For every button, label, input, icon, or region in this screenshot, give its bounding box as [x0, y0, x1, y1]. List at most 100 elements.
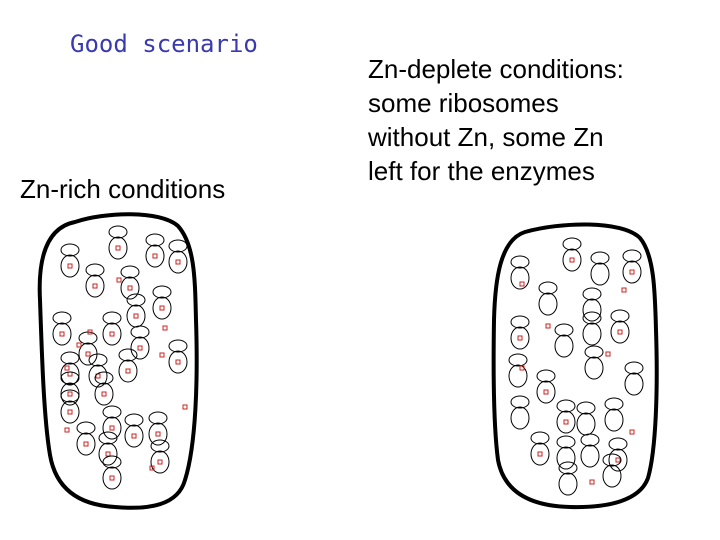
ribosome-with-zn: [556, 399, 576, 434]
zn-rich-label: Zn-rich conditions: [20, 174, 226, 204]
ribosome-without-zn: [582, 311, 602, 346]
zinc-ion: [155, 431, 161, 437]
free-zinc-ion: [519, 365, 525, 371]
zinc-ion: [563, 419, 569, 425]
ribosome-with-zn: [76, 421, 96, 456]
zn-rich-cell: [37, 212, 199, 510]
zinc-ion: [159, 305, 165, 311]
ribosome-with-zn: [536, 369, 556, 404]
free-zinc-ion: [162, 325, 168, 331]
ribosome-without-zn: [576, 401, 596, 436]
ribosome-without-zn: [538, 281, 558, 316]
ribosome-with-zn: [152, 285, 172, 320]
zinc-ion: [543, 389, 549, 395]
ribosome-with-zn: [78, 331, 98, 366]
zinc-ion: [615, 457, 621, 463]
zinc-ion: [109, 425, 115, 431]
ribosome-without-zn: [590, 251, 610, 286]
ribosome-without-zn: [582, 287, 602, 322]
free-zinc-ion: [519, 281, 525, 287]
zinc-ion: [175, 259, 181, 265]
ribosome-without-zn: [584, 345, 604, 380]
free-zinc-ion: [589, 479, 595, 485]
ribosome-with-zn: [124, 413, 144, 448]
ribosome-with-zn: [530, 431, 550, 466]
ribosome-with-zn: [562, 237, 582, 272]
ribosome-with-zn: [85, 263, 105, 298]
zinc-ion: [109, 331, 115, 337]
ribosome-with-zn: [610, 309, 630, 344]
zinc-ion: [92, 283, 98, 289]
zinc-ion: [152, 253, 158, 259]
ribosome-with-zn: [168, 239, 188, 274]
zinc-ion: [67, 263, 73, 269]
ribosome-without-zn: [510, 255, 530, 290]
zinc-ion: [137, 345, 143, 351]
free-zinc-ion: [159, 352, 165, 358]
ribosome-without-zn: [602, 453, 622, 488]
ribosome-without-zn: [624, 361, 644, 396]
zinc-ion: [67, 391, 73, 397]
zinc-ion: [125, 368, 131, 374]
free-zinc-ion: [182, 404, 188, 410]
zinc-ion: [617, 329, 623, 335]
free-zinc-ion: [87, 329, 93, 335]
free-zinc-ion: [621, 287, 627, 293]
zinc-ion: [157, 459, 163, 465]
ribosome-with-zn: [60, 389, 80, 424]
ribosome-with-zn: [102, 455, 122, 490]
ribosome-without-zn: [580, 433, 600, 468]
free-zinc-ion: [545, 323, 551, 329]
cell-membrane: [37, 212, 199, 510]
zn-deplete-line-1: Zn-deplete conditions:: [368, 54, 624, 84]
zinc-ion: [517, 335, 523, 341]
zn-deplete-line-4: left for the enzymes: [368, 156, 595, 186]
zinc-ion: [537, 451, 543, 457]
ribosome-with-zn: [622, 249, 642, 284]
zinc-ion: [175, 359, 181, 365]
free-zinc-ion: [76, 342, 82, 348]
ribosome-with-zn: [102, 405, 122, 440]
zinc-ion: [67, 409, 73, 415]
ribosome-without-zn: [556, 435, 576, 470]
ribosome-without-zn: [558, 461, 578, 496]
ribosome-with-zn: [510, 315, 530, 350]
zinc-ion: [127, 285, 133, 291]
zn-deplete-line-2: some ribosomes: [368, 88, 559, 118]
free-zinc-ion: [629, 429, 635, 435]
free-zinc-ion: [149, 465, 155, 471]
zinc-ion: [629, 269, 635, 275]
ribosome-with-zn: [52, 311, 72, 346]
ribosome-without-zn: [554, 323, 574, 358]
zinc-ion: [83, 441, 89, 447]
ribosome-with-zn: [168, 339, 188, 374]
ribosome-with-zn: [145, 233, 165, 268]
free-zinc-ion: [605, 351, 611, 357]
free-zinc-ion: [64, 365, 70, 371]
ribosome-with-zn: [60, 243, 80, 278]
zinc-ion: [59, 331, 65, 337]
ribosome-with-zn: [148, 411, 168, 446]
ribosome-with-zn: [98, 431, 118, 466]
zinc-ion: [131, 433, 137, 439]
zn-deplete-cell: [491, 222, 659, 510]
ribosome-with-zn: [120, 265, 140, 300]
ribosome-with-zn: [118, 348, 138, 383]
ribosome-without-zn: [604, 397, 624, 432]
scenario-title: Good scenario: [70, 30, 258, 58]
ribosome-with-zn: [102, 311, 122, 346]
zinc-ion: [105, 451, 111, 457]
free-zinc-ion: [64, 427, 70, 433]
cell-membrane: [491, 222, 659, 510]
ribosome-with-zn: [60, 351, 80, 386]
zinc-ion: [109, 475, 115, 481]
zn-deplete-label: Zn-deplete conditions: some ribosomes wi…: [368, 52, 624, 188]
ribosome-without-zn: [508, 353, 528, 388]
ribosome-without-zn: [510, 395, 530, 430]
zinc-ion: [101, 391, 107, 397]
ribosome-with-zn: [130, 325, 150, 360]
zn-deplete-line-3: without Zn, some Zn: [368, 122, 604, 152]
ribosome-with-zn: [608, 437, 628, 472]
zinc-ion: [115, 245, 121, 251]
ribosome-with-zn: [108, 225, 128, 260]
